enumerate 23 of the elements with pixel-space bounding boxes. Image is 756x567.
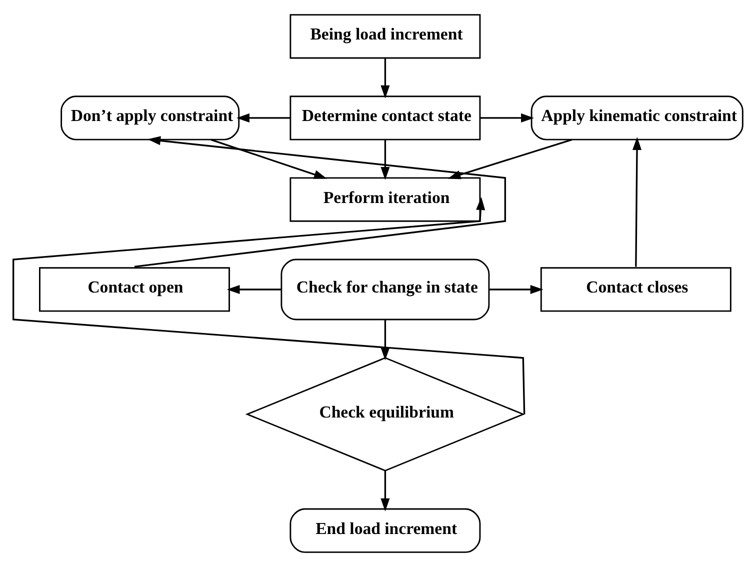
node-box: Perform iteration [290, 177, 481, 222]
arrow [380, 140, 390, 180]
node-box: Apply kinematic constraint [530, 96, 744, 140]
arrow [632, 137, 642, 267]
arrow [236, 113, 290, 122]
arrow [210, 138, 327, 179]
arrow [226, 284, 282, 294]
node-box: Contact open [39, 267, 230, 312]
arrow [134, 136, 506, 268]
node-box: Being load increment [290, 14, 481, 59]
arrow [480, 113, 534, 122]
arrow [380, 58, 390, 98]
arrow [380, 320, 390, 360]
arrow [448, 138, 572, 180]
arrow [12, 197, 526, 414]
node-box: Don’t apply constraint [60, 96, 240, 140]
node-diamond: Check equilibrium [245, 357, 526, 472]
node-box: Determine contact state [290, 96, 481, 140]
node-box: Check for change in state [280, 258, 490, 320]
arrow [489, 284, 544, 294]
arrow [380, 470, 390, 512]
node-box: End load increment [290, 508, 481, 553]
node-box: Contact closes [540, 267, 732, 312]
